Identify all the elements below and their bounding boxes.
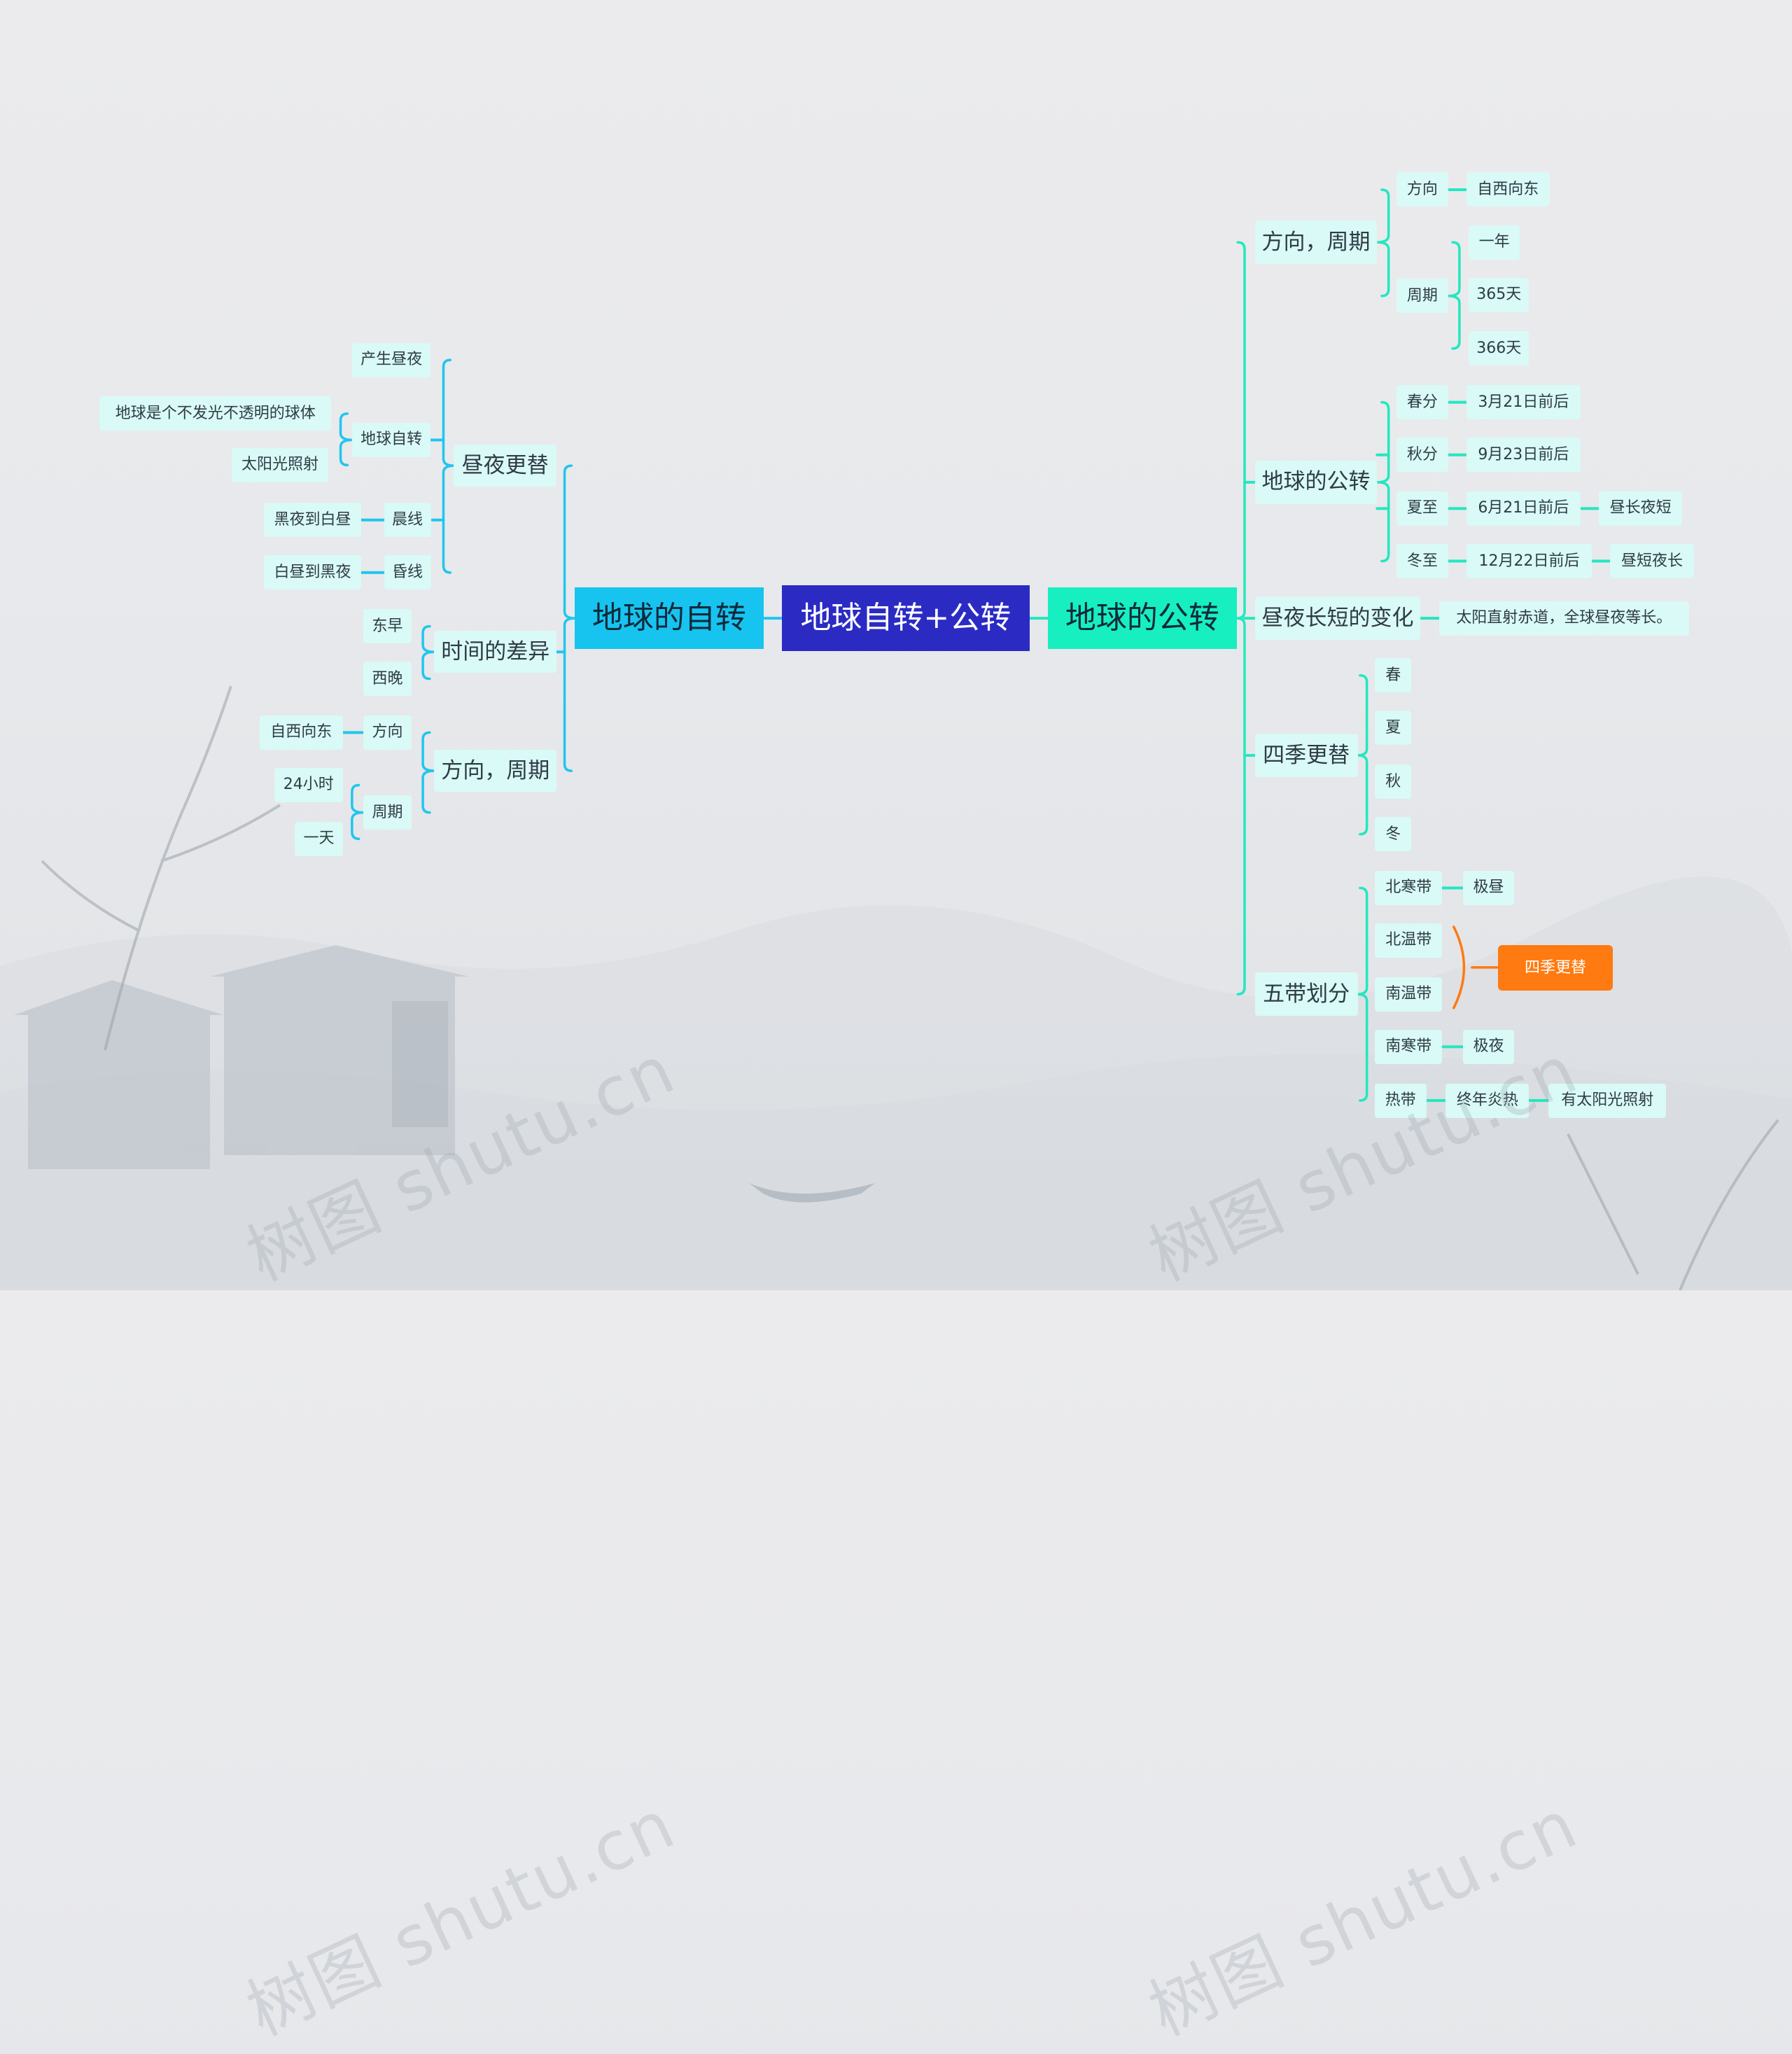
node-rev-points[interactable]: 地球的公转 xyxy=(1254,460,1378,504)
node-north-frigid[interactable]: 北寒带 xyxy=(1375,870,1443,905)
node-south-temperate[interactable]: 南温带 xyxy=(1375,977,1443,1012)
node-day-length-value[interactable]: 太阳直射赤道，全球昼夜等长。 xyxy=(1438,601,1690,636)
branch-rotation[interactable]: 地球的自转 xyxy=(575,587,764,650)
brace-rot-dir-period xyxy=(421,731,435,814)
brace-four-seasons xyxy=(1357,674,1368,836)
node-spring-equinox[interactable]: 春分 xyxy=(1396,385,1448,420)
node-winter-note[interactable]: 昼短夜长 xyxy=(1610,544,1694,578)
node-summer-note[interactable]: 昼长夜短 xyxy=(1599,491,1683,526)
node-north-temperate[interactable]: 北温带 xyxy=(1375,923,1443,958)
node-autumn-equinox[interactable]: 秋分 xyxy=(1396,438,1448,473)
node-five-zones[interactable]: 五带划分 xyxy=(1254,972,1358,1016)
summary-bracket-temperate xyxy=(1452,925,1466,1009)
node-rev-period-year[interactable]: 一年 xyxy=(1468,225,1520,260)
node-spring-date[interactable]: 3月21日前后 xyxy=(1466,385,1581,420)
node-earth-rotation[interactable]: 地球自转 xyxy=(351,422,431,457)
brace-time-diff xyxy=(421,624,435,680)
node-tropics[interactable]: 热带 xyxy=(1375,1083,1427,1118)
node-west-late[interactable]: 西晚 xyxy=(363,662,412,697)
brace-rotation xyxy=(563,464,575,772)
mindmap-canvas: 地球自转+公转地球的自转 地球的公转 昼夜更替 产生昼夜地球自转地球是个不发光不透明的… xyxy=(0,172,1792,2050)
node-rot-period-24h[interactable]: 24小时 xyxy=(274,767,343,802)
node-rot-direction[interactable]: 方向 xyxy=(363,715,412,750)
node-rev-direction-value[interactable]: 自西向东 xyxy=(1466,172,1550,207)
node-seasons-change[interactable]: 四季更替 xyxy=(1498,945,1613,991)
node-rev-period-365[interactable]: 365天 xyxy=(1468,277,1530,312)
node-dawn-desc[interactable]: 黑夜到白昼 xyxy=(264,503,361,538)
node-rev-direction[interactable]: 方向 xyxy=(1396,172,1448,207)
node-winter-solstice[interactable]: 冬至 xyxy=(1396,544,1448,578)
node-rev-period[interactable]: 周期 xyxy=(1396,279,1448,314)
node-summer-solstice[interactable]: 夏至 xyxy=(1396,491,1448,526)
node-south-frigid[interactable]: 南寒带 xyxy=(1375,1029,1443,1064)
node-direct-sun[interactable]: 有太阳光照射 xyxy=(1548,1083,1667,1118)
node-polar-night[interactable]: 极夜 xyxy=(1462,1029,1515,1064)
root-node[interactable]: 地球自转+公转 xyxy=(781,585,1030,652)
watermark: 树图 shutu.cn xyxy=(234,1784,687,2051)
node-east-early[interactable]: 东早 xyxy=(363,609,412,644)
branch-revolution[interactable]: 地球的公转 xyxy=(1048,587,1237,650)
node-season-autumn[interactable]: 秋 xyxy=(1375,764,1412,799)
node-rev-period-366[interactable]: 366天 xyxy=(1468,331,1530,366)
brace-rev-dir-period xyxy=(1377,188,1390,298)
node-rot-period-day[interactable]: 一天 xyxy=(295,821,343,856)
node-summer-date[interactable]: 6月21日前后 xyxy=(1466,491,1581,526)
node-season-spring[interactable]: 春 xyxy=(1375,658,1412,693)
brace-earth-rotation xyxy=(339,412,352,467)
node-dusk-line[interactable]: 昏线 xyxy=(384,555,431,590)
node-four-seasons[interactable]: 四季更替 xyxy=(1254,734,1358,778)
node-rot-period[interactable]: 周期 xyxy=(363,795,412,830)
mindmap-connectors xyxy=(339,188,1612,1103)
node-sunlight[interactable]: 太阳光照射 xyxy=(232,447,328,482)
node-opaque-sphere[interactable]: 地球是个不发光不透明的球体 xyxy=(99,396,332,431)
watermark: 树图 shutu.cn xyxy=(1138,1784,1590,2051)
node-time-diff[interactable]: 时间的差异 xyxy=(434,631,557,673)
node-season-summer[interactable]: 夏 xyxy=(1375,711,1412,746)
node-produce-day-night[interactable]: 产生昼夜 xyxy=(351,342,431,377)
node-dusk-desc[interactable]: 白昼到黑夜 xyxy=(264,555,361,590)
node-polar-day[interactable]: 极昼 xyxy=(1462,870,1515,905)
brace-rev-period xyxy=(1448,241,1461,350)
node-rot-dir-period[interactable]: 方向，周期 xyxy=(434,749,557,792)
brace-five-zones xyxy=(1357,886,1368,1102)
node-rev-dir-period[interactable]: 方向，周期 xyxy=(1254,221,1378,265)
node-rot-direction-value[interactable]: 自西向东 xyxy=(259,715,343,750)
brace-day-night xyxy=(442,358,454,574)
node-season-winter[interactable]: 冬 xyxy=(1375,817,1412,852)
brace-rev-points xyxy=(1377,400,1390,563)
node-day-night[interactable]: 昼夜更替 xyxy=(454,445,557,487)
ink-landscape-background xyxy=(0,685,1792,1290)
node-day-length[interactable]: 昼夜长短的变化 xyxy=(1254,596,1421,641)
node-hot-all-year[interactable]: 终年炎热 xyxy=(1446,1083,1530,1118)
brace-rot-period xyxy=(351,783,364,840)
node-winter-date[interactable]: 12月22日前后 xyxy=(1466,544,1592,578)
node-autumn-date[interactable]: 9月23日前后 xyxy=(1466,438,1581,473)
node-dawn-line[interactable]: 晨线 xyxy=(384,503,431,538)
